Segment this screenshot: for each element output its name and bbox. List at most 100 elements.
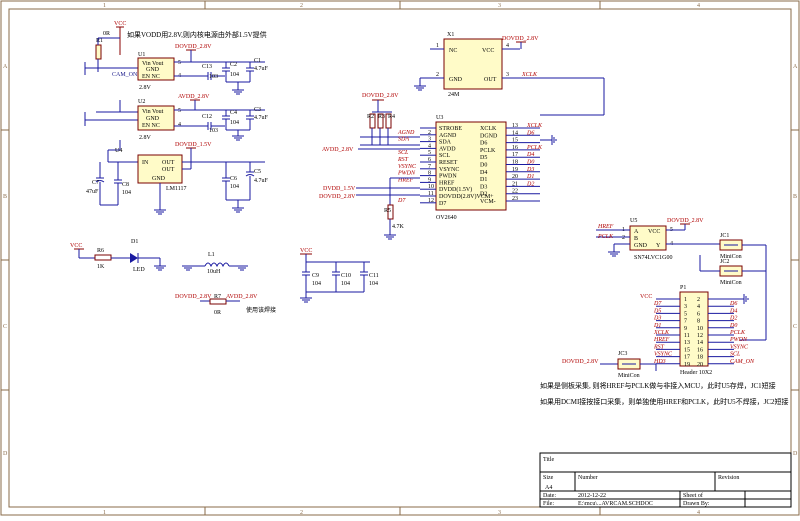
ground-symbol — [300, 297, 312, 303]
svg-text:103: 103 — [209, 128, 218, 134]
svg-text:JC1: JC1 — [720, 233, 729, 239]
svg-text:2: 2 — [436, 72, 439, 78]
ground-symbol — [232, 135, 244, 141]
u3-pin-number: 17 — [512, 152, 518, 158]
p1-pin-number: 13 — [684, 340, 690, 346]
col-number: 3 — [498, 3, 501, 9]
u3-pin-label: AVDD — [439, 146, 456, 152]
capacitor-c5: C5 4.7uF — [245, 162, 269, 200]
sheet-label: Sheet of — [683, 492, 703, 499]
svg-text:2.8V: 2.8V — [139, 85, 152, 91]
power-dovdd: DOVDD_2.8V — [175, 44, 212, 50]
p1-pin-number: 1 — [684, 297, 687, 303]
file-value: E:\mcu\...AVRCAM.SCHDOC — [578, 501, 653, 507]
u3-pin-number: 21 — [512, 181, 518, 187]
p1-pin-number: 18 — [697, 355, 703, 361]
u3-pin-label: STROBE — [439, 126, 462, 132]
svg-text:104: 104 — [230, 120, 239, 126]
svg-text:SN74LVC1G00: SN74LVC1G00 — [634, 255, 672, 261]
power-dovdd: DOVDD_2.8V — [502, 36, 539, 42]
p1-pin-number: 9 — [684, 326, 687, 332]
svg-text:R7: R7 — [214, 294, 221, 300]
svg-text:Vin Vout: Vin Vout — [142, 109, 164, 115]
svg-text:0R: 0R — [103, 31, 110, 37]
p1-net-label: CAM_ON — [730, 359, 755, 365]
svg-text:1: 1 — [436, 43, 439, 49]
power-dovdd: DOVDD_2.8V — [319, 194, 356, 200]
p1-pin-number: 14 — [697, 340, 703, 346]
svg-text:47uF: 47uF — [86, 189, 99, 195]
svg-text:R3: R3 — [378, 114, 385, 120]
title-block: Title Size A4 Number Revision Date: 2012… — [539, 452, 792, 508]
power-avdd: AVDD_2.8V — [322, 147, 354, 153]
led-d1: D1 LED — [130, 239, 145, 273]
u3-net-label: PWDN — [397, 171, 416, 177]
revision-label: Revision — [718, 475, 739, 481]
u3-pin-number: 14 — [512, 130, 518, 136]
svg-text:4: 4 — [506, 43, 509, 49]
svg-text:U2: U2 — [138, 99, 145, 105]
svg-text:Y: Y — [656, 243, 661, 249]
svg-text:4.7uF: 4.7uF — [254, 178, 269, 184]
resistor-array: R2 R3 R4 — [367, 113, 395, 145]
svg-text:LED: LED — [133, 267, 145, 273]
ground-symbol — [414, 85, 426, 91]
row-letter: C — [3, 324, 7, 330]
p1-pin-number: 19 — [684, 362, 690, 368]
svg-text:U4: U4 — [115, 148, 122, 154]
capacitor-c13: C13 103 — [200, 64, 225, 80]
p1-net-label: VSYNC — [654, 352, 673, 358]
svg-text:C10: C10 — [341, 273, 351, 279]
p1-net-label: D4 — [729, 307, 737, 314]
svg-text:HREF: HREF — [597, 224, 614, 230]
svg-text:VCC: VCC — [648, 229, 660, 235]
u3-pin-number: 18 — [512, 160, 518, 166]
u3-pin-number: 10 — [428, 184, 434, 190]
svg-text:4.7uF: 4.7uF — [254, 115, 269, 121]
u3-pin-label: DGND — [480, 133, 498, 139]
drawn-label: Drawn By: — [683, 501, 710, 507]
svg-text:2.8V: 2.8V — [139, 135, 152, 141]
svg-text:104: 104 — [122, 190, 131, 196]
u3-pin-number: 20 — [512, 174, 518, 180]
svg-text:B: B — [634, 236, 638, 242]
p1-net-label: D2 — [729, 316, 737, 322]
col-number: 1 — [103, 3, 106, 9]
capacitor-c2: C2 104 — [222, 62, 239, 82]
nand-u5: U5 A VCC B GND Y SN74LVC1G00 1 2 5 4 — [622, 218, 673, 261]
capacitor-c6: C6 104 — [222, 162, 239, 200]
date-label: Date: — [543, 493, 556, 499]
u3-pin-label: D3 — [480, 184, 487, 190]
file-label: File: — [543, 501, 554, 507]
ground-symbol — [608, 251, 620, 257]
svg-text:GND: GND — [152, 176, 166, 182]
svg-text:R4: R4 — [388, 114, 395, 120]
svg-text:MiniCon: MiniCon — [720, 280, 742, 286]
p1-pin-number: 15 — [684, 347, 690, 353]
power-avdd: AVDD_2.8V — [178, 94, 210, 100]
svg-text:LM1117: LM1117 — [166, 186, 187, 192]
u3-pin-number: 22 — [512, 189, 518, 195]
p1-net-label: VCC — [640, 294, 652, 300]
number-label: Number — [578, 475, 598, 481]
col-number: 2 — [300, 510, 303, 516]
u3-pin-label: AGND — [439, 133, 457, 139]
p1-pin-number: 20 — [697, 362, 703, 368]
power-avdd: AVDD_2.8V — [226, 294, 258, 300]
note-vdd: 如果VODD用2.8V,则内核电源由外部1.5V提供 — [127, 30, 267, 39]
svg-text:C2: C2 — [230, 62, 237, 68]
svg-text:5: 5 — [178, 108, 181, 114]
u3-pin-number: 19 — [512, 167, 518, 173]
svg-text:OUT: OUT — [484, 77, 497, 83]
resistor-r1: R1 0R — [95, 31, 120, 72]
jumper-jc2: JC2 MiniCon — [719, 259, 743, 286]
size-label: Size — [543, 475, 554, 481]
u3-pin-label: D5 — [480, 155, 487, 161]
u3-pin-label: XCLK — [480, 126, 497, 132]
p1-pin-number: 16 — [697, 347, 703, 353]
u3-net-label: AGND — [397, 130, 415, 136]
capacitor-c4: C4 104 — [222, 110, 239, 130]
power-dovdd: DOVDD_2.8V — [667, 218, 704, 224]
